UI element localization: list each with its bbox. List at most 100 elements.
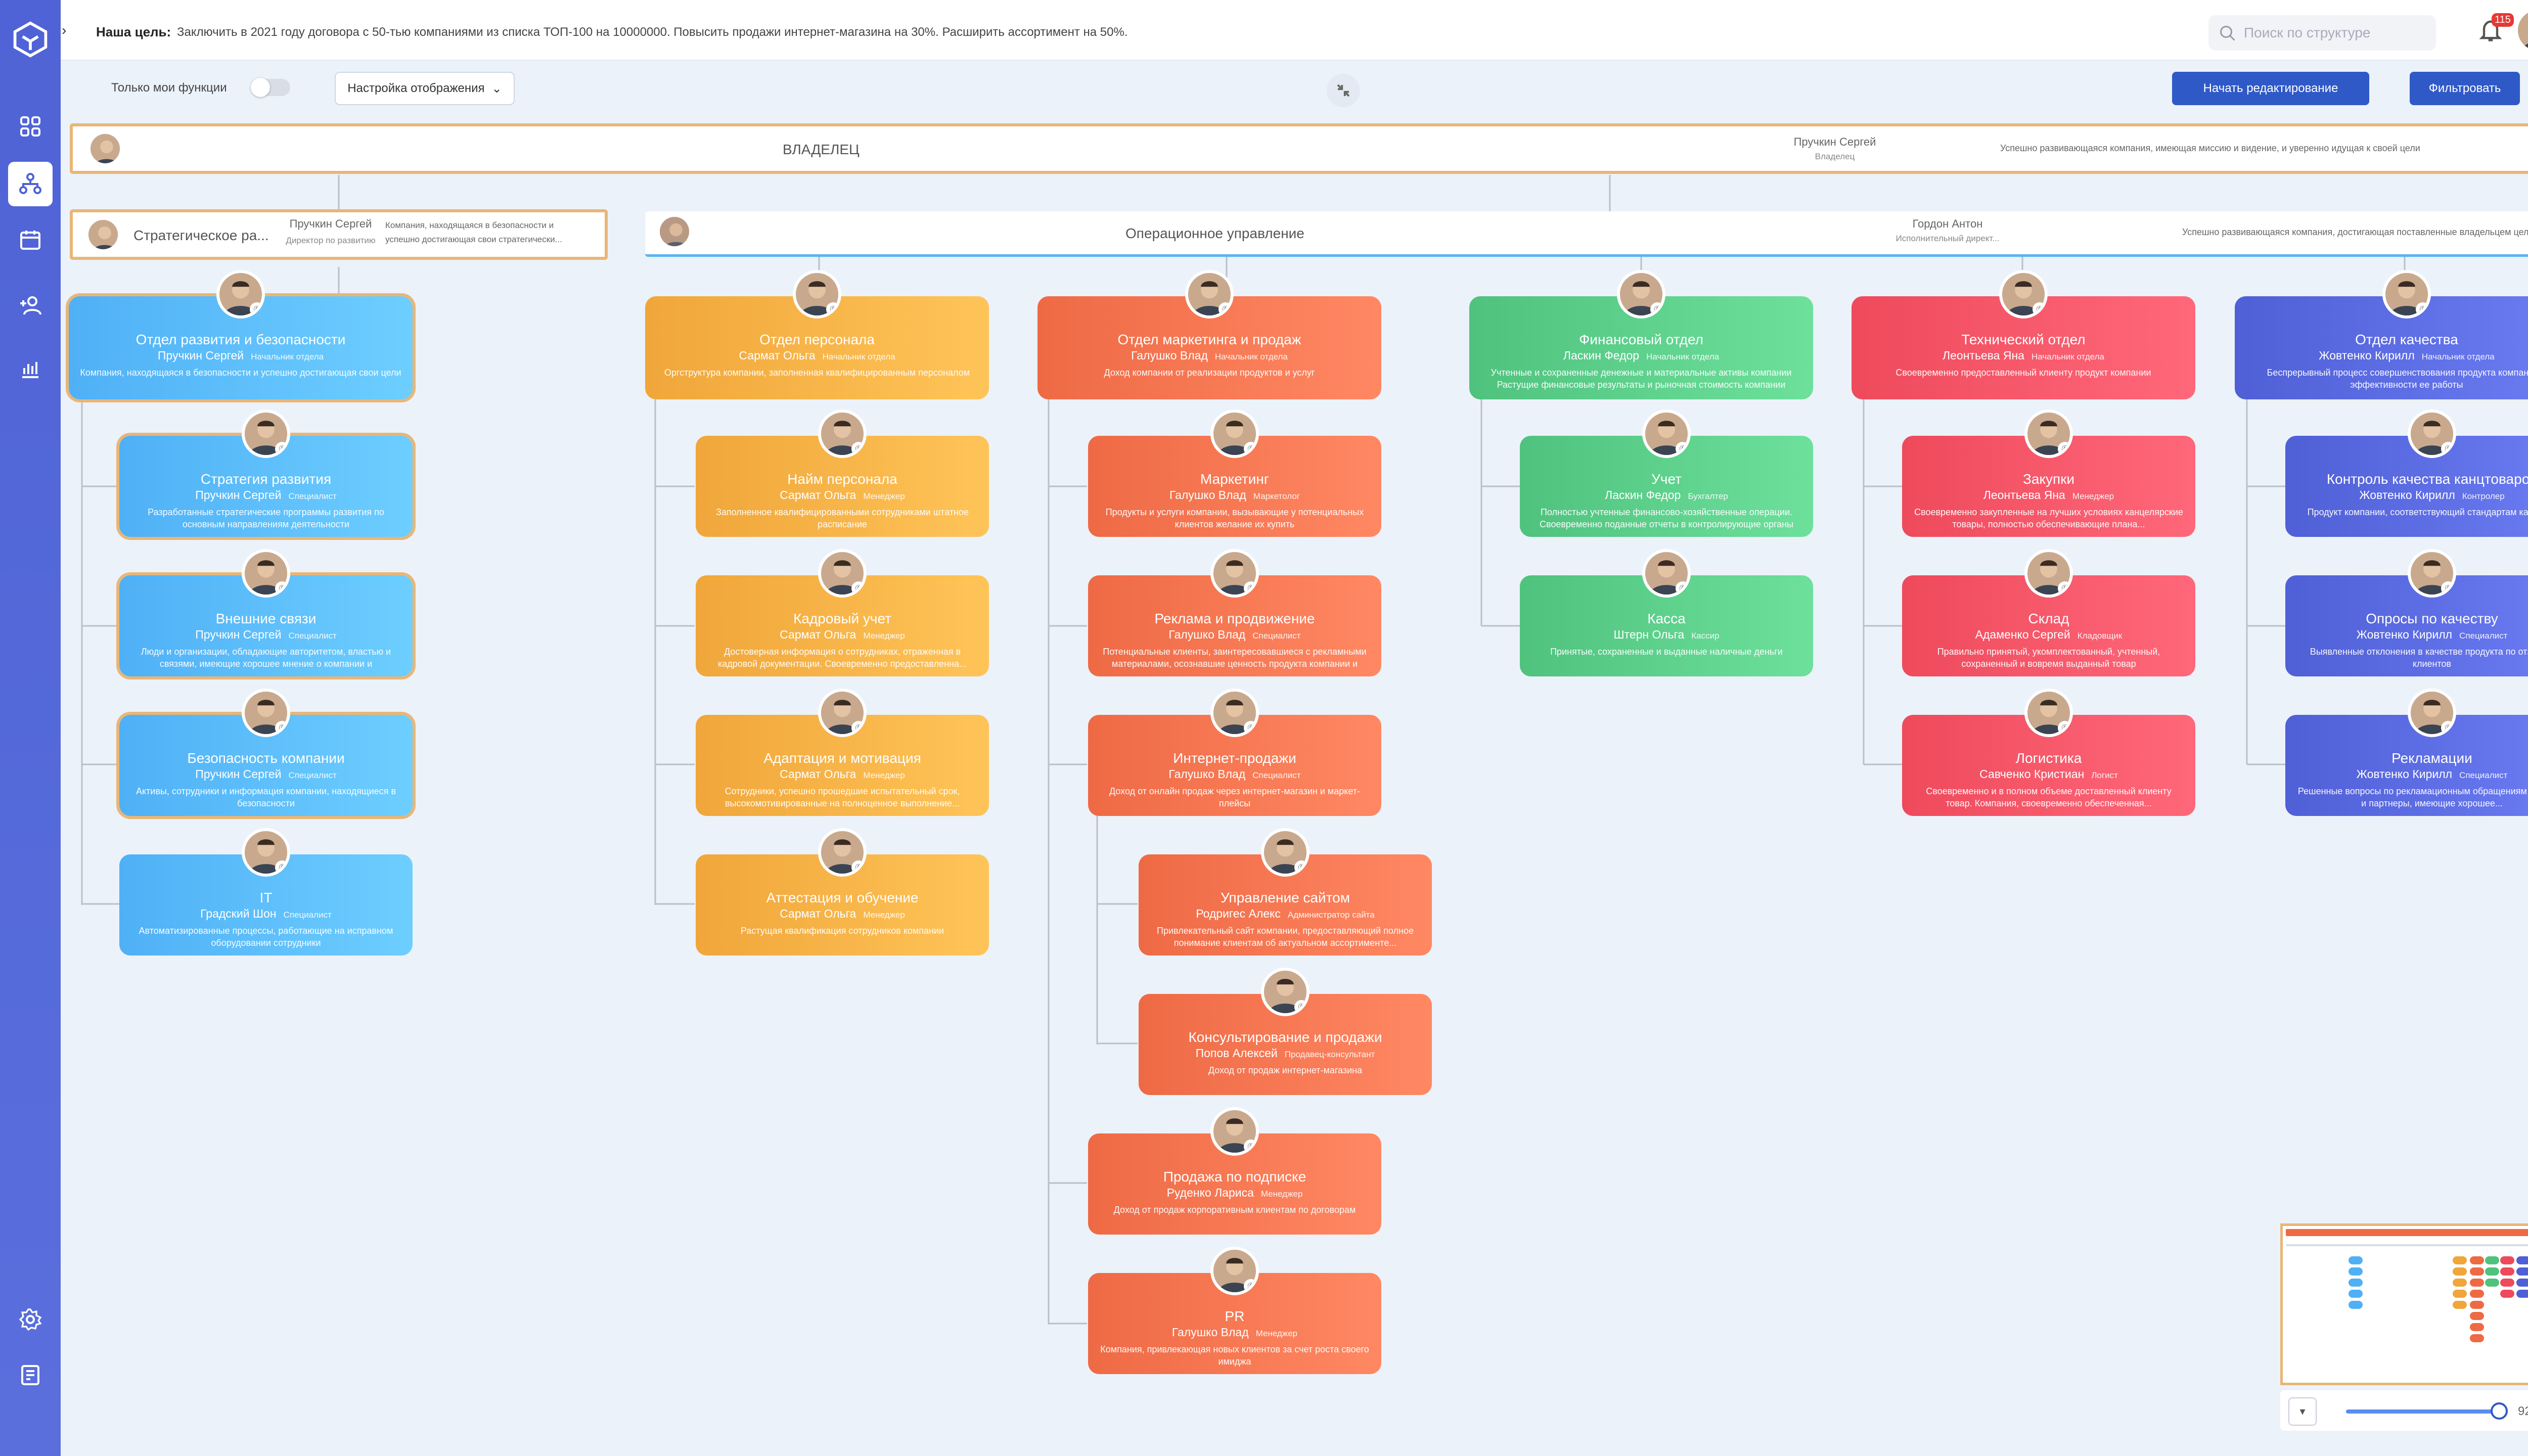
node-title: Внешние связи: [215, 611, 317, 626]
phone-icon[interactable]: ✆: [851, 721, 864, 734]
minimap[interactable]: [2280, 1223, 2528, 1385]
analytics-icon[interactable]: [8, 347, 53, 391]
node-person: Леонтьева Яна: [1943, 349, 2024, 362]
phone-icon[interactable]: ✆: [2058, 581, 2070, 595]
zoom-dropdown[interactable]: ▾: [2288, 1397, 2317, 1426]
phone-icon[interactable]: ✆: [275, 442, 287, 455]
phone-icon[interactable]: ✆: [2441, 721, 2453, 734]
phone-icon[interactable]: ✆: [851, 581, 864, 595]
zoom-slider-track[interactable]: [2346, 1409, 2498, 1414]
phone-icon[interactable]: ✆: [2441, 442, 2453, 455]
phone-icon[interactable]: ✆: [1218, 302, 1231, 315]
node-person: Галушко Влад: [1168, 767, 1246, 781]
phone-icon[interactable]: ✆: [1650, 302, 1662, 315]
settings-icon[interactable]: [8, 1297, 53, 1342]
minimap-node: [2470, 1312, 2484, 1320]
strategic-role-bar[interactable]: Стратегическое ра... Пручкин Сергей Дире…: [70, 209, 608, 260]
phone-icon[interactable]: ✆: [1676, 581, 1688, 595]
phone-icon[interactable]: ✆: [826, 302, 838, 315]
bell-icon[interactable]: [2477, 17, 2504, 43]
phone-icon[interactable]: ✆: [851, 860, 864, 874]
phone-icon[interactable]: ✆: [2441, 581, 2453, 595]
phone-icon[interactable]: ✆: [250, 302, 262, 315]
calendar-icon[interactable]: [8, 217, 53, 262]
phone-icon[interactable]: ✆: [1244, 1279, 1256, 1292]
zoom-slider-handle[interactable]: [2491, 1402, 2508, 1420]
phone-icon[interactable]: ✆: [1294, 860, 1306, 874]
node-description: Беспрерывный процесс совершенствования п…: [2267, 368, 2528, 390]
node-role: Начальник отдела: [2421, 352, 2495, 361]
start-edit-button[interactable]: Начать редактирование: [2172, 72, 2369, 105]
operational-role: Исполнительный директ...: [1895, 234, 2000, 243]
phone-icon[interactable]: ✆: [1676, 442, 1688, 455]
avatar: ✆: [2382, 270, 2431, 318]
chevron-right-icon[interactable]: ›: [62, 22, 67, 38]
phone-icon[interactable]: ✆: [1244, 1140, 1256, 1153]
node-title: Логистика: [2015, 750, 2082, 766]
search-input[interactable]: Поиск по структуре: [2208, 15, 2436, 51]
phone-icon[interactable]: ✆: [1244, 721, 1256, 734]
minimap-node: [2349, 1267, 2363, 1276]
phone-icon[interactable]: ✆: [2058, 442, 2070, 455]
avatar: [87, 218, 119, 251]
docs-icon[interactable]: [8, 1353, 53, 1397]
node-person: Галушко Влад: [1131, 349, 1208, 362]
phone-icon[interactable]: ✆: [275, 581, 287, 595]
owner-role-bar[interactable]: ВЛАДЕЛЕЦ Пручкин Сергей Владелец Успешно…: [70, 123, 2528, 174]
display-settings-button[interactable]: Настройка отображения⌄: [335, 72, 515, 105]
phone-icon[interactable]: ✆: [2416, 302, 2428, 315]
collapse-icon[interactable]: [1327, 74, 1360, 107]
avatar: ✆: [242, 549, 290, 598]
only-mine-toggle[interactable]: [251, 78, 290, 97]
phone-icon[interactable]: ✆: [1294, 1000, 1306, 1013]
avatar[interactable]: [2518, 10, 2528, 51]
phone-icon[interactable]: ✆: [851, 442, 864, 455]
node-title: Учет: [1651, 471, 1682, 487]
phone-icon[interactable]: ✆: [1244, 442, 1256, 455]
phone-icon[interactable]: ✆: [275, 860, 287, 874]
avatar: ✆: [1642, 549, 1691, 598]
phone-icon[interactable]: ✆: [2058, 721, 2070, 734]
phone-icon[interactable]: ✆: [1244, 581, 1256, 595]
add-user-icon[interactable]: [8, 283, 53, 328]
dashboard-icon[interactable]: [8, 104, 53, 149]
filter-button[interactable]: Фильтровать: [2410, 72, 2520, 105]
operational-role-bar[interactable]: Операционное управление Гордон Антон Исп…: [645, 211, 2528, 257]
org-structure-icon[interactable]: [8, 162, 53, 206]
phone-icon[interactable]: ✆: [275, 721, 287, 734]
logo-icon[interactable]: [11, 20, 50, 59]
phone-icon[interactable]: ✆: [2033, 302, 2045, 315]
node-role: Продавец-консультант: [1284, 1050, 1375, 1059]
